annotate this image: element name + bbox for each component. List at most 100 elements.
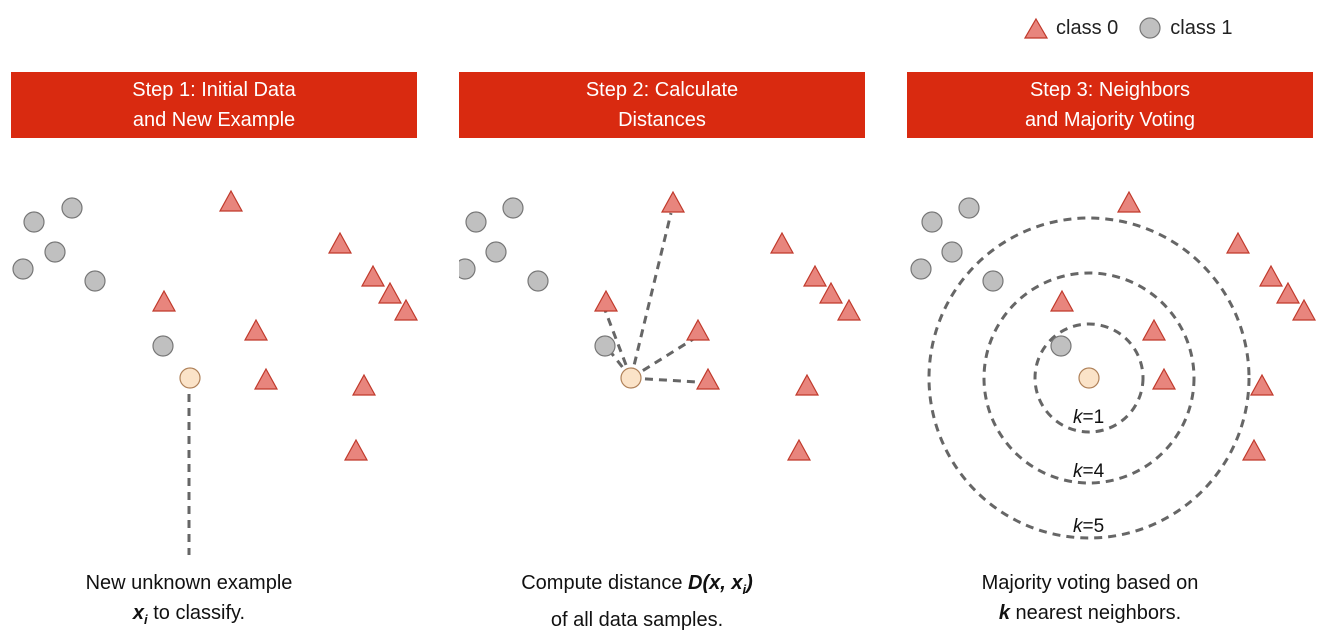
class1-point: [84, 270, 106, 292]
caption-step-2: Compute distance D(x, xi) of all data sa…: [439, 568, 835, 635]
k-neighbor-circles: [927, 216, 1251, 540]
class0-point: [218, 189, 244, 212]
class0-point: [794, 373, 820, 396]
class1-points: [459, 197, 616, 357]
class0-point: [818, 281, 844, 304]
class0-point: [343, 438, 369, 461]
caption-close: ): [746, 572, 753, 594]
scatter-plot-step-3: k=1 k=4 k=5: [910, 190, 1317, 540]
legend-item-class1: class 1: [1138, 16, 1233, 40]
caption-line1: Compute distance D(x, xi): [439, 568, 835, 605]
class0-point: [786, 438, 812, 461]
class0-point: [802, 264, 828, 287]
caption-var: x: [132, 602, 145, 624]
class1-point: [527, 270, 549, 292]
class1-point: [44, 241, 66, 263]
class1-point: [502, 197, 524, 219]
class0-point: [151, 289, 177, 312]
class1-point: [910, 258, 932, 280]
class1-point: [12, 258, 34, 280]
k1-label: k=1: [1073, 407, 1104, 428]
triangle-icon: [1024, 17, 1048, 39]
class0-point: [660, 190, 686, 213]
circle-icon: [1139, 17, 1161, 39]
class0-points: [593, 190, 862, 461]
class0-points: [1049, 190, 1317, 461]
k4-radius-circle: [982, 271, 1196, 485]
class0-point: [1291, 298, 1317, 321]
panel-step-1: Step 1: Initial Data and New Example N: [11, 0, 419, 641]
distance-line: [630, 336, 696, 380]
class1-point: [941, 241, 963, 263]
caption-line2: k nearest neighbors.: [887, 598, 1293, 628]
distance-line: [603, 309, 633, 379]
class0-point: [1116, 190, 1142, 213]
caption-sub: i: [144, 612, 148, 627]
class0-point: [1275, 281, 1301, 304]
caption-line1: New unknown example: [85, 572, 293, 594]
class0-point: [1249, 373, 1275, 396]
caption-line2: xi to classify.: [11, 598, 367, 635]
class0-point: [685, 318, 711, 341]
k-value: =4: [1083, 461, 1105, 482]
class0-point: [1151, 367, 1177, 390]
class0-point: [1258, 264, 1284, 287]
caption-rest: nearest neighbors.: [1009, 602, 1182, 624]
query-point: [179, 367, 201, 389]
class0-point: [1141, 318, 1167, 341]
class0-point: [351, 373, 377, 396]
class0-point: [769, 231, 795, 254]
class0-point: [1241, 438, 1267, 461]
class1-point: [152, 335, 174, 357]
query-point: [620, 367, 642, 389]
class0-point: [243, 318, 269, 341]
class1-point: [921, 211, 943, 233]
k-value: =1: [1083, 407, 1105, 428]
legend-label-class1: class 1: [1170, 16, 1233, 39]
class1-point: [465, 211, 487, 233]
k-value: =5: [1083, 516, 1105, 537]
panel-header-step-2: Step 2: Calculate Distances: [459, 72, 865, 138]
legend-label-class0: class 0: [1056, 16, 1119, 39]
k5-radius-circle: [927, 216, 1251, 540]
class1-points: [910, 197, 1072, 357]
k-symbol: k: [1073, 407, 1084, 428]
class1-point: [459, 258, 476, 280]
scatter-plot-step-2: [459, 190, 862, 461]
class0-point: [1225, 231, 1251, 254]
k-symbol: k: [1073, 461, 1084, 482]
panel-title-line1: Step 2: Calculate: [585, 79, 739, 101]
panel-header-step-3: Step 3: Neighbors and Majority Voting: [907, 72, 1313, 138]
caption-pre: Compute distance: [521, 572, 688, 594]
k1-radius-circle: [1033, 322, 1145, 434]
caption-sub: i: [742, 582, 747, 597]
class1-point: [594, 335, 616, 357]
class0-point: [1049, 289, 1075, 312]
class0-point: [393, 298, 419, 321]
caption-rest: to classify.: [147, 602, 246, 624]
panel-header-step-1: Step 1: Initial Data and New Example: [11, 72, 417, 138]
distance-line: [629, 212, 673, 379]
k4-label: k=4: [1073, 461, 1105, 482]
legend-item-class0: class 0: [1024, 17, 1118, 40]
panel-title-line2: Distances: [618, 109, 706, 131]
distance-lines: [603, 212, 698, 384]
class0-point: [253, 367, 279, 390]
class0-point: [360, 264, 386, 287]
class1-point: [982, 270, 1004, 292]
query-point: [1078, 367, 1100, 389]
class0-points: [151, 189, 419, 461]
caption-line1: Majority voting based on: [981, 572, 1199, 594]
caption-step-3: Majority voting based on k nearest neigh…: [887, 568, 1293, 628]
panel-step-2: Step 2: Calculate Distances: [459, 0, 867, 641]
class0-point: [327, 231, 353, 254]
caption-k: k: [998, 602, 1010, 624]
panel-title-line2: and Majority Voting: [1024, 109, 1196, 131]
panel-title-line1: Step 1: Initial Data: [132, 79, 296, 101]
panel-title-line2: and New Example: [132, 109, 296, 131]
class0-point: [377, 281, 403, 304]
class1-point: [958, 197, 980, 219]
panel-step-3: Step 3: Neighbors and Majority Voting: [907, 0, 1317, 641]
class0-point: [593, 289, 619, 312]
class0-point: [695, 367, 721, 390]
